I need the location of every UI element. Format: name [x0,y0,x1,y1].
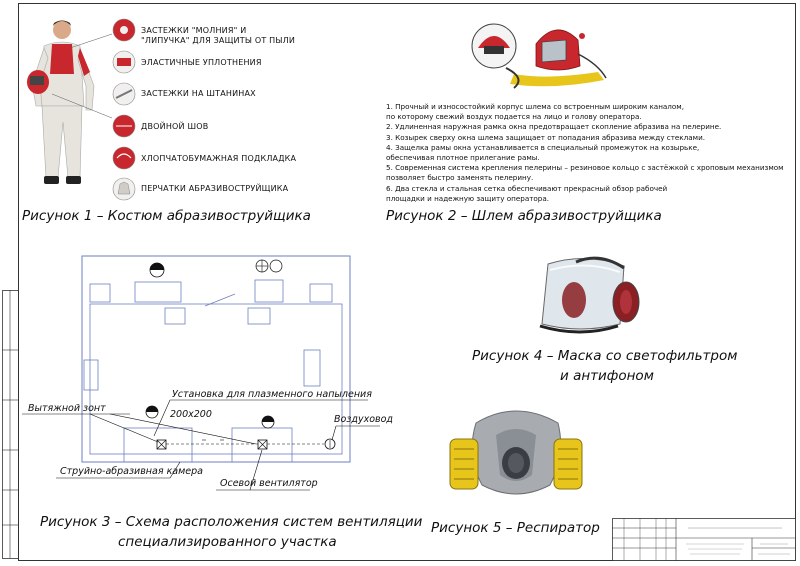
label-exhaust-hood: Вытяжной зонт [28,403,106,414]
figure-3-caption-line1: Рисунок 3 – Схема расположения систем ве… [40,514,423,530]
feature-label-gloves: ПЕРЧАТКИ АБРАЗИВОСТРУЙЩИКА [141,184,289,193]
binding-strip [2,290,19,559]
helmet-desc-line: 4. Защелка рамы окна устанавливается в с… [386,142,700,152]
figure-5-caption: Рисунок 5 – Респиратор [431,520,600,536]
feature-label-zippers-2: "ЛИПУЧКА" ДЛЯ ЗАЩИТЫ ОТ ПЫЛИ [141,36,296,45]
feature-label-leg-fasteners: ЗАСТЕЖКИ НА ШТАНИНАХ [141,89,256,98]
helmet-description: 1. Прочный и износостойкий корпус шлема … [386,102,784,204]
respirator-illustration [449,410,583,495]
helmet-desc-line: 2. Удлиненная наружная рамка окна предот… [386,122,722,132]
feature-label-double-seam: ДВОЙНОЙ ШОВ [141,122,209,131]
suit-feature-thumbnails [112,18,136,201]
worker-suit-illustration [27,20,112,184]
label-axial-fan: Осевой вентилятор [220,478,318,489]
helmet-desc-line: по которому свежий воздух подается на ли… [386,112,642,122]
feature-label-cotton-lining: ХЛОПЧАТОБУМАЖНАЯ ПОДКЛАДКА [141,154,297,163]
label-duct-size: 200x200 [170,409,212,420]
figure-2-caption: Рисунок 2 – Шлем абразивоструйщика [386,208,662,224]
figure-4-caption-line2: и антифоном [560,368,654,384]
figure-1-caption: Рисунок 1 – Костюм абразивоструйщика [22,208,311,224]
helmet-desc-line: 3. Козырек сверху окна шлема защищает от… [386,132,706,142]
feature-label-elastic: ЭЛАСТИЧНЫЕ УПЛОТНЕНИЯ [141,58,262,67]
label-plasma-unit: Установка для плазменного напыления [172,389,372,400]
helmet-desc-line: позволяет быстро заменять пелерину. [386,173,534,183]
helmet-desc-line: обеспечивая плотное прилегание рамы. [386,153,540,163]
helmet-desc-line: 6. Два стекла и стальная сетка обеспечив… [386,183,668,193]
feature-label-zippers-1: ЗАСТЕЖКИ "МОЛНИЯ" И [141,26,247,35]
figure-4-caption-line1: Рисунок 4 – Маска со светофильтром [472,348,738,364]
helmet-desc-line: 5. Современная система крепления пелерин… [386,163,784,173]
ventilation-layout-diagram [22,255,380,491]
label-air-duct: Воздуховод [334,414,393,425]
label-abrasive-chamber: Струйно-абразивная камера [60,466,203,477]
helmet-illustration [471,23,607,89]
title-block [612,518,796,561]
helmet-desc-line: 1. Прочный и износостойкий корпус шлема … [386,102,684,111]
figure-3-caption-line2: специализированного участка [118,534,337,550]
sheet-frame [18,3,796,561]
helmet-desc-line: площадки и надежную защиту оператора. [386,193,550,203]
face-shield-illustration [539,256,640,334]
